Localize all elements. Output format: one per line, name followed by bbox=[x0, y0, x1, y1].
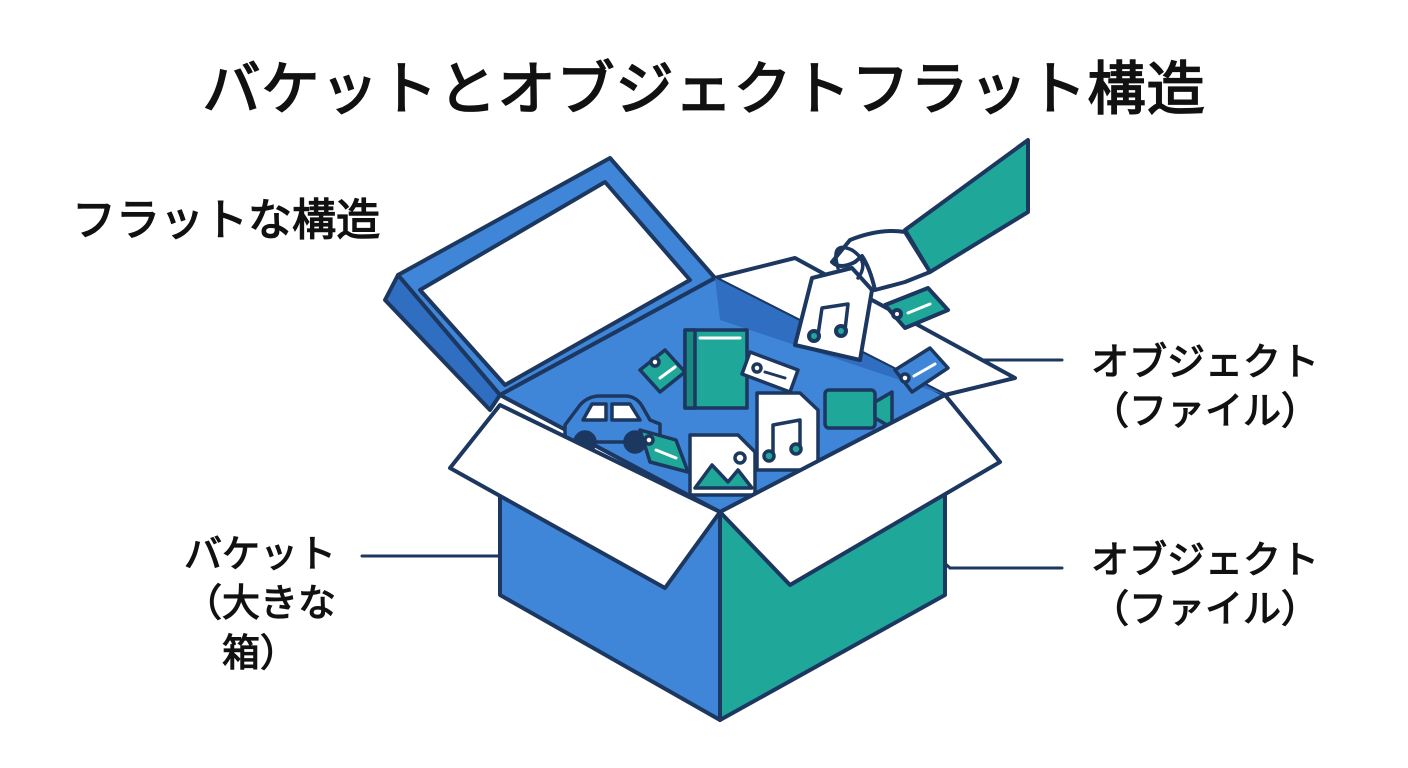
music-file-icon bbox=[755, 391, 820, 472]
music-file-held-icon bbox=[793, 245, 874, 362]
video-camera-icon bbox=[823, 388, 894, 430]
book-icon bbox=[683, 328, 749, 410]
key-tag-icon bbox=[638, 348, 687, 394]
key-tag-icon bbox=[638, 428, 690, 474]
key-tag-held-icon bbox=[883, 286, 950, 330]
object-label-top: オブジェクト （ファイル） bbox=[1070, 338, 1340, 437]
object-label-top-line1: オブジェクト bbox=[1090, 340, 1319, 384]
object-label-bottom: オブジェクト （ファイル） bbox=[1070, 536, 1340, 635]
flat-structure-label: フラットな構造 bbox=[72, 195, 380, 246]
bucket-label: バケット （大きな箱） bbox=[160, 530, 360, 678]
key-tag-icon bbox=[893, 346, 950, 394]
object-label-bottom-line2: （ファイル） bbox=[1090, 587, 1319, 632]
image-file-icon bbox=[688, 433, 757, 497]
hand-icon bbox=[830, 138, 1030, 292]
car-icon bbox=[563, 394, 662, 454]
box-front-right-flap bbox=[718, 393, 1002, 587]
bucket-label-line1: バケット bbox=[183, 532, 336, 576]
object-label-top-line2: （ファイル） bbox=[1090, 389, 1319, 434]
object-label-bottom-line1: オブジェクト bbox=[1090, 538, 1319, 582]
objects-in-box bbox=[563, 328, 950, 497]
bucket-label-line2: （大きな箱） bbox=[183, 581, 336, 675]
diagram-title: バケットとオブジェクトフラット構造 bbox=[202, 55, 1206, 123]
